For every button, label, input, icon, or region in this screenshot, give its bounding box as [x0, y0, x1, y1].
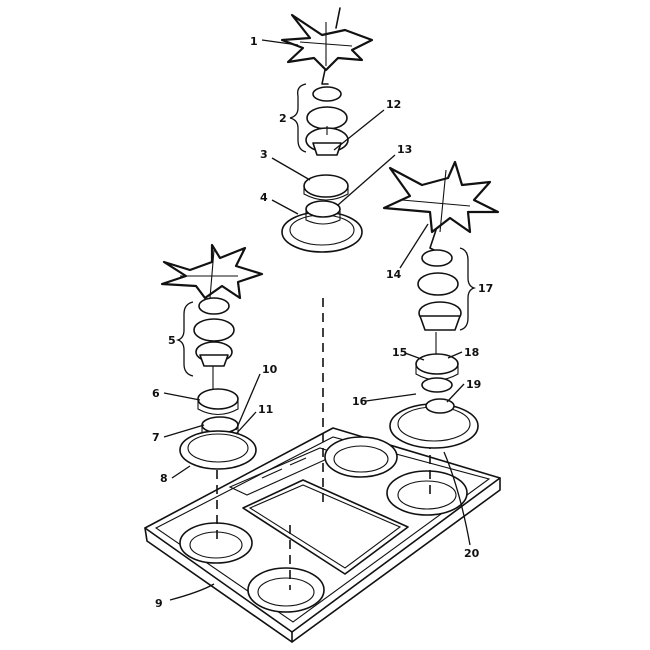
- leader-lines: [163, 39, 477, 601]
- callout-7: 7: [152, 431, 160, 444]
- grate-left: [160, 243, 264, 300]
- callout-labels: 1 2 3 4 5 6 7 8 9 10 11 12 13 14 15 16 1…: [152, 35, 493, 610]
- burner-cap-set-left: [193, 297, 235, 367]
- callout-14: 14: [386, 268, 402, 281]
- callout-9: 9: [155, 597, 163, 610]
- callout-12: 12: [386, 98, 401, 111]
- callout-11: 11: [258, 403, 273, 416]
- callout-13: 13: [397, 143, 412, 156]
- callout-17: 17: [478, 282, 493, 295]
- grate-top-center: [280, 7, 374, 85]
- burner-cap-set-right: [417, 249, 462, 331]
- callout-2: 2: [279, 112, 287, 125]
- burner-base-right: [389, 353, 479, 449]
- callout-19: 19: [466, 378, 481, 391]
- callout-18: 18: [464, 346, 479, 359]
- callout-10: 10: [262, 363, 278, 376]
- callout-20: 20: [464, 547, 480, 560]
- callout-15: 15: [392, 346, 407, 359]
- cooktop-panel: [144, 427, 501, 643]
- callout-4: 4: [260, 191, 268, 204]
- callout-6: 6: [152, 387, 160, 400]
- grate-right: [382, 160, 500, 253]
- callout-8: 8: [160, 472, 168, 485]
- callout-3: 3: [260, 148, 268, 161]
- burner-base-top: [281, 174, 363, 253]
- burner-base-left: [179, 388, 257, 470]
- callout-1: 1: [250, 35, 258, 48]
- burner-cap-set-top: [305, 86, 349, 156]
- callout-16: 16: [352, 395, 368, 408]
- callout-5: 5: [168, 334, 176, 347]
